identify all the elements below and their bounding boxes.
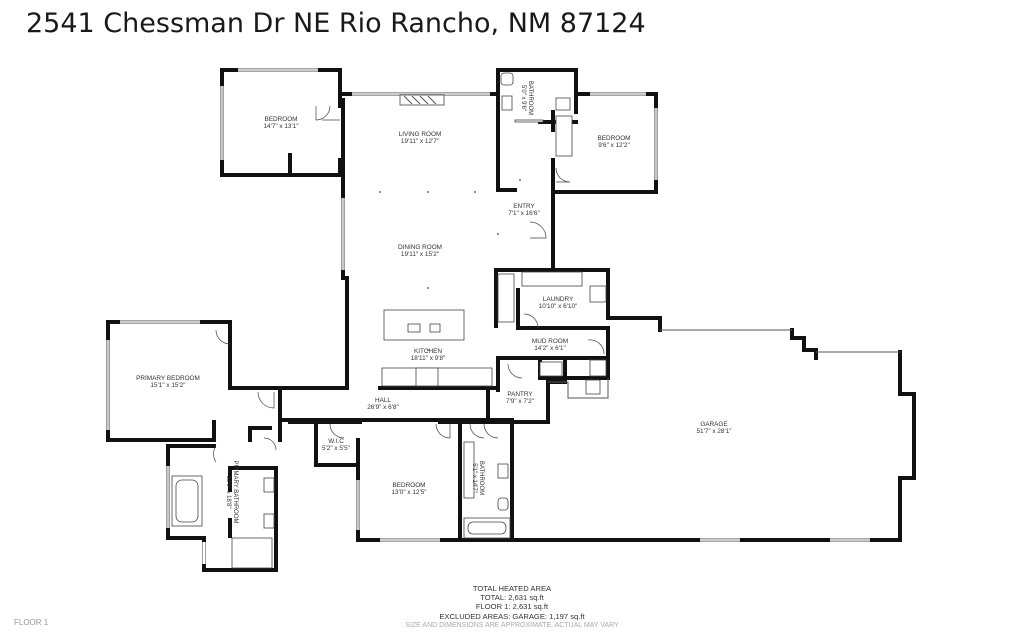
toilet-icon — [500, 72, 514, 86]
area-excluded: EXCLUDED AREAS: GARAGE: 1,197 sq.ft — [439, 611, 585, 621]
room-name: MUD ROOM — [532, 338, 568, 345]
room-dims: 10'10" x 6'10" — [539, 303, 578, 310]
fireplace-icon — [399, 94, 445, 106]
room-name: PRIMARY BATHROOM — [232, 460, 238, 523]
area-total: TOTAL: 2,631 sq.ft — [480, 593, 544, 603]
room-name: PANTRY — [507, 391, 533, 398]
room-dims: 19'11" x 15'2" — [401, 251, 439, 258]
sink-icon — [263, 477, 275, 493]
room-name: GARAGE — [700, 421, 727, 428]
room-dims: 13'0" x 12'5" — [391, 489, 426, 496]
room-dims: 26'9" x 6'8" — [367, 404, 399, 411]
garage-top-edge — [548, 329, 900, 399]
room-labels: BEDROOM 14'7" x 13'1" LIVING ROOM 19'11"… — [136, 81, 731, 524]
room-dims: 15'1" x 15'2" — [150, 382, 185, 389]
room-dims: 18'11" x 9'8" — [411, 355, 446, 362]
kitchen-island — [383, 309, 465, 341]
light-fixtures — [379, 179, 521, 351]
page-title: 2541 Chessman Dr NE Rio Rancho, NM 87124 — [26, 8, 646, 39]
room-name: BEDROOM — [264, 116, 297, 123]
room-name: PRIMARY BEDROOM — [136, 375, 200, 382]
room-dims: 9'6" x 12'2" — [598, 142, 630, 149]
room-dims: 5'2" x 5'5" — [322, 445, 350, 452]
sink-icon — [407, 323, 421, 333]
room-name: W.I.C — [328, 438, 344, 445]
room-name: BATHROOM — [478, 461, 484, 495]
room-dims: 5'0" x 9'6" — [520, 85, 526, 111]
area-floor1: FLOOR 1: 2,631 sq.ft — [475, 602, 549, 612]
windows — [106, 68, 870, 564]
area-heading: TOTAL HEATED AREA — [472, 584, 552, 593]
toilet-icon — [497, 497, 509, 511]
sink-icon — [501, 95, 513, 111]
room-name: DINING ROOM — [398, 244, 442, 251]
room-name: HALL — [375, 397, 391, 404]
room-dims: 5'1" x 14'7" — [471, 463, 477, 493]
utility-sink-icon — [589, 285, 607, 303]
sink-icon — [263, 513, 275, 529]
room-name: BATHROOM — [527, 81, 533, 115]
room-dims: 51'7" x 28'1" — [696, 428, 731, 435]
floor-label: FLOOR 1 — [14, 618, 49, 627]
room-dims: 7'1" x 16'6" — [508, 210, 540, 217]
room-dims: 14'7" x 13'1" — [263, 123, 298, 130]
room-dims: 19'11" x 12'7" — [401, 138, 439, 145]
area-disclaimer: SIZE AND DIMENSIONS ARE APPROXIMATE, ACT… — [405, 621, 619, 629]
sink-icon — [497, 463, 509, 479]
room-dims: 14'2" x 6'1" — [534, 345, 566, 352]
room-dims: 13'6" x 18'8" — [225, 476, 231, 509]
room-name: KITCHEN — [414, 348, 442, 355]
room-name: LAUNDRY — [543, 296, 574, 303]
room-name: BEDROOM — [392, 482, 425, 489]
area-summary: TOTAL HEATED AREA TOTAL: 2,631 sq.ft FLO… — [400, 584, 624, 630]
fixtures — [171, 72, 607, 569]
room-dims: 7'9" x 7'2" — [506, 398, 534, 405]
room-name: BEDROOM — [597, 135, 630, 142]
doors — [213, 105, 605, 463]
room-name: ENTRY — [513, 203, 535, 210]
room-name: LIVING ROOM — [399, 131, 442, 138]
